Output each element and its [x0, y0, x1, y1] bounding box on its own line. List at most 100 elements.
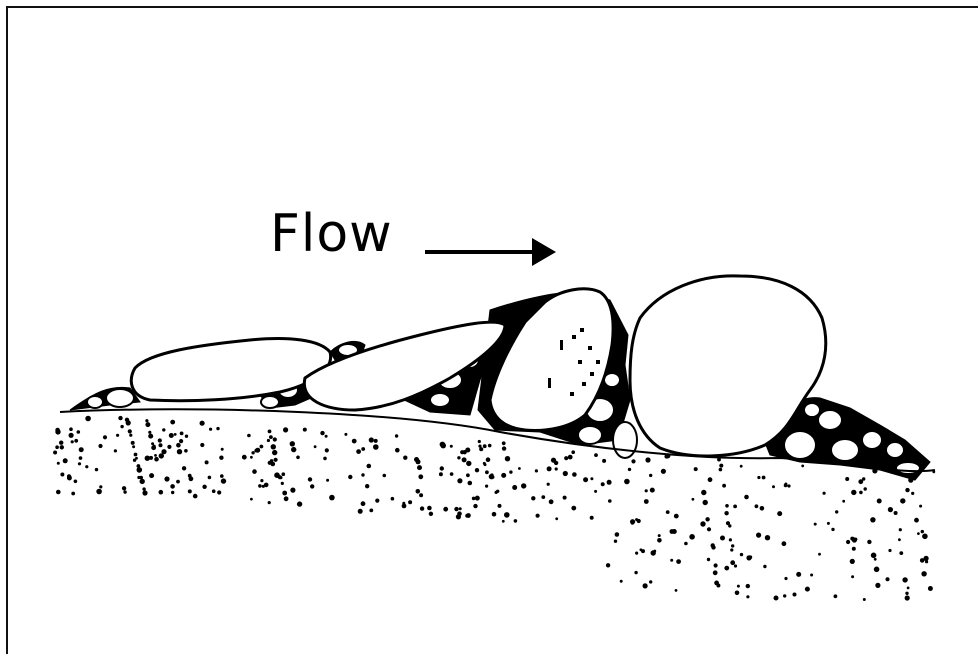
sediment-dot: [71, 440, 74, 443]
sediment-dot: [188, 489, 192, 493]
sediment-dot: [308, 477, 312, 481]
sediment-dot: [590, 516, 594, 520]
sediment-dot: [701, 490, 706, 495]
sediment-dot: [571, 506, 576, 511]
sediment-dot: [842, 500, 845, 503]
sediment-dot: [684, 542, 688, 546]
sediment-dot: [707, 527, 711, 531]
sediment-dot: [260, 479, 263, 482]
sediment-dot: [835, 510, 838, 513]
sediment-dot: [850, 559, 855, 564]
sediment-dot: [814, 523, 817, 526]
sediment-dot: [483, 444, 487, 448]
sediment-dot: [479, 447, 483, 451]
sediment-dot: [765, 535, 770, 540]
sediment-dot: [212, 489, 216, 493]
sediment-dot: [531, 496, 535, 500]
sediment-dot: [756, 533, 761, 538]
sediment-dot: [134, 453, 138, 457]
sediment-dot: [352, 439, 357, 444]
sediment-dot: [919, 505, 922, 508]
sediment-dot: [634, 571, 637, 574]
sediment-dot: [488, 444, 492, 448]
sediment-dot: [164, 476, 169, 481]
sediment-dot: [858, 479, 863, 484]
sediment-dot: [898, 538, 901, 541]
sediment-dot: [254, 449, 258, 453]
sediment-dot: [188, 474, 192, 478]
sediment-dot: [731, 544, 734, 547]
sediment-dot: [142, 490, 147, 495]
sediment-dot: [148, 434, 153, 439]
sediment-dot: [310, 484, 314, 488]
sediment-dot: [650, 488, 655, 493]
sediment-dot: [129, 434, 132, 437]
sediment-dot: [103, 435, 107, 439]
sediment-dot: [59, 441, 63, 445]
sediment-dot: [708, 477, 713, 482]
sediment-dot: [925, 560, 928, 563]
sediment-dot: [911, 492, 914, 495]
sediment-dot: [905, 595, 910, 600]
sediment-dot: [676, 559, 681, 564]
sediment-dot: [457, 478, 462, 483]
sediment-dot: [928, 586, 933, 591]
sediment-dot: [643, 583, 648, 588]
sediment-dot: [137, 467, 143, 473]
sediment-dot: [746, 584, 750, 588]
sediment-dot: [383, 474, 387, 478]
sediment-dot: [774, 596, 779, 601]
sediment-dot: [601, 482, 605, 486]
sediment-dot: [711, 545, 715, 549]
sediment-dot: [329, 495, 335, 501]
sediment-dot: [730, 548, 733, 551]
sediment-dot: [200, 443, 204, 447]
sediment-dot: [755, 504, 759, 508]
sediment-dot: [356, 449, 361, 454]
sediment-dot: [846, 540, 850, 544]
sediment-dot: [440, 466, 444, 470]
sediment-dot: [641, 549, 645, 553]
sediment-dot: [79, 447, 84, 452]
sediment-dot: [502, 441, 506, 445]
sediment-dot: [692, 498, 695, 501]
sediment-dot: [905, 488, 909, 492]
sediment-dot: [69, 433, 74, 438]
sediment-dot: [724, 566, 729, 571]
sediment-dot: [369, 509, 373, 513]
sediment-dot: [874, 558, 877, 561]
sediment-dot: [670, 559, 673, 562]
sediment-dot: [57, 462, 60, 465]
sediment-dot: [174, 433, 177, 436]
sediment-dot: [418, 474, 423, 479]
sediment-dot: [454, 507, 458, 511]
sediment-dot: [834, 594, 838, 598]
sediment-dot: [734, 564, 737, 567]
sediment-dot: [651, 550, 656, 555]
sediment-dot: [297, 501, 302, 506]
sediment-dot: [630, 519, 635, 524]
sediment-dot: [536, 514, 540, 518]
sediment-dot: [170, 420, 175, 425]
sediment-dot: [151, 442, 154, 445]
sediment-dot: [674, 514, 679, 519]
sediment-dot: [95, 468, 98, 471]
sediment-dot: [402, 504, 407, 509]
sediment-dot: [563, 496, 567, 500]
sediment-dot: [501, 473, 506, 478]
sediment-dot: [182, 466, 186, 470]
sediment-dot: [358, 509, 363, 514]
sediment-dot: [171, 491, 174, 494]
sediment-dot: [509, 470, 512, 473]
sediment-dot: [852, 547, 856, 551]
sediment-dot: [478, 440, 481, 443]
sediment-dot: [78, 462, 81, 465]
sediment-dot: [921, 571, 926, 576]
sediment-dot: [645, 489, 648, 492]
sediment-dot: [465, 514, 469, 518]
sediment-dot: [443, 507, 448, 512]
sediment-dot: [403, 456, 407, 460]
sediment-dot: [290, 488, 295, 493]
sediment-dot: [694, 467, 698, 471]
sediment-dot: [492, 512, 497, 517]
